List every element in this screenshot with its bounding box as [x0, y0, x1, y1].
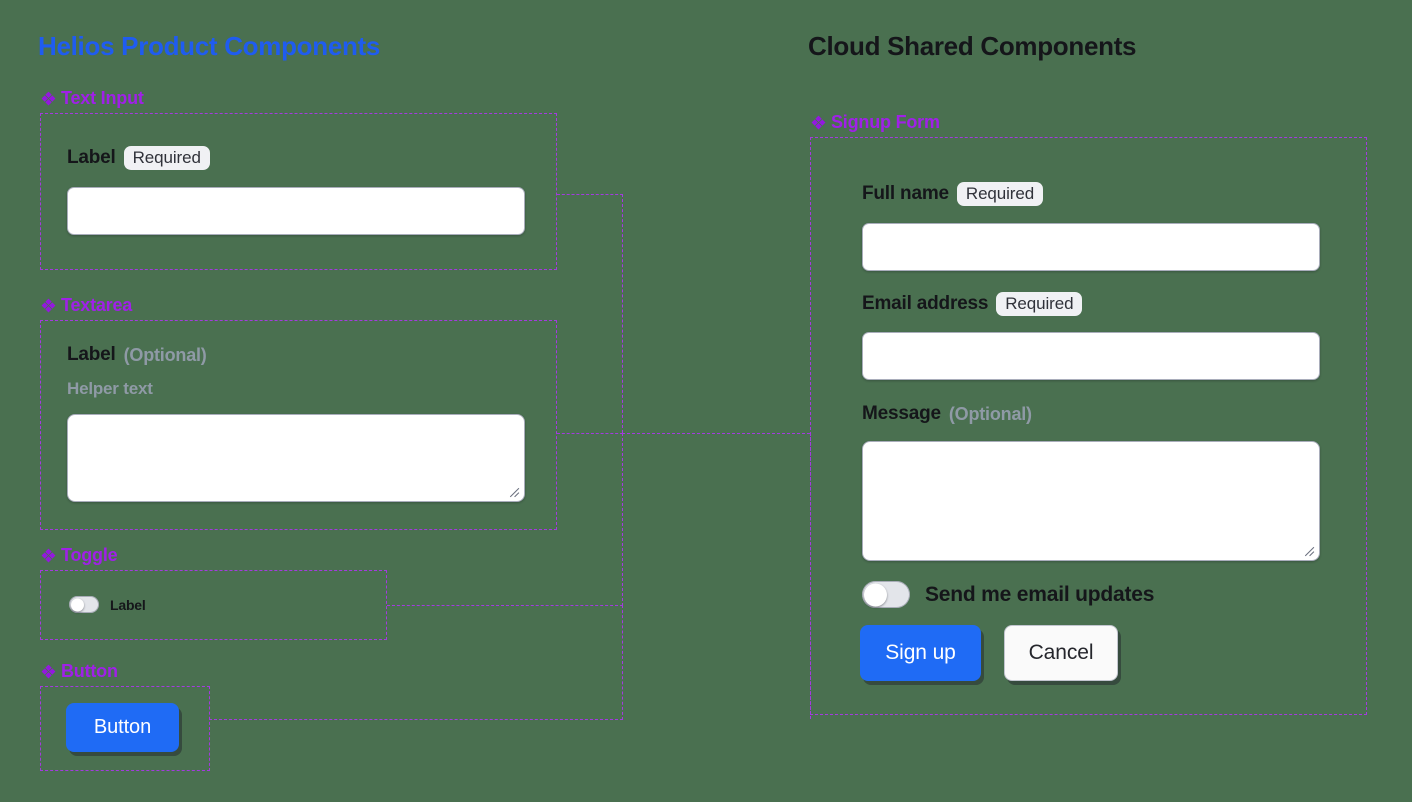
full-name-label: Full name: [862, 183, 949, 204]
email-updates-toggle[interactable]: [862, 581, 910, 608]
status-badge-required: Required: [123, 146, 210, 170]
message-label: Message: [862, 403, 941, 424]
diamond-cluster-icon: [41, 91, 56, 106]
section-label-toggle: Toggle: [41, 545, 118, 566]
section-label-text: Button: [61, 661, 118, 681]
connector-toggle-v: [622, 433, 623, 606]
connector-button-v: [622, 605, 623, 720]
connector-button-h: [209, 719, 623, 720]
toggle-row[interactable]: Label: [69, 596, 146, 613]
text-input-label: Label: [67, 147, 116, 168]
textarea-label: Label: [67, 344, 116, 365]
email-label-row: Email address Required: [862, 292, 1083, 316]
email-updates-toggle-row[interactable]: Send me email updates: [862, 581, 1154, 608]
frame-toggle: [40, 570, 387, 640]
section-label-text: Toggle: [61, 545, 118, 565]
connector-text-input-v: [622, 194, 623, 433]
section-label-text: Textarea: [61, 295, 133, 315]
diamond-cluster-icon: [811, 115, 826, 130]
connector-text-input-h1: [557, 194, 623, 195]
toggle-knob: [864, 583, 887, 606]
section-label-text: Text Input: [61, 88, 144, 108]
section-label-text-input: Text Input: [41, 88, 144, 109]
message-field-wrapper[interactable]: [862, 441, 1320, 561]
status-badge-required: Required: [956, 182, 1044, 206]
connector-main-h: [622, 433, 810, 434]
textarea-field-wrapper[interactable]: [67, 414, 525, 502]
full-name-label-row: Full name Required: [862, 182, 1044, 206]
status-badge-required: Required: [996, 292, 1083, 316]
diamond-cluster-icon: [41, 548, 56, 563]
text-input-label-row: Label Required: [67, 146, 210, 170]
text-input-field-wrapper[interactable]: [67, 187, 525, 235]
email-field-wrapper[interactable]: [862, 332, 1320, 380]
email-field[interactable]: [863, 333, 1319, 379]
sign-up-button[interactable]: Sign up: [860, 625, 981, 681]
textarea-helper-text: Helper text: [67, 379, 153, 398]
email-updates-label: Send me email updates: [925, 582, 1155, 606]
full-name-field-wrapper[interactable]: [862, 223, 1320, 271]
page-title-right: Cloud Shared Components: [808, 31, 1137, 61]
section-label-button: Button: [41, 661, 118, 682]
message-label-row: Message (Optional): [862, 403, 1032, 425]
email-label: Email address: [862, 293, 989, 314]
demo-button[interactable]: Button: [66, 703, 179, 752]
textarea-field[interactable]: [68, 415, 524, 501]
frame-signup-form: [810, 137, 1367, 715]
message-field[interactable]: [863, 442, 1319, 560]
toggle-label: Label: [110, 596, 146, 613]
cancel-button[interactable]: Cancel: [1004, 625, 1118, 681]
text-input-field[interactable]: [68, 188, 524, 234]
toggle-switch[interactable]: [69, 596, 99, 613]
frame-button: [40, 686, 210, 771]
diamond-cluster-icon: [41, 664, 56, 679]
textarea-optional-tag: (Optional): [123, 344, 207, 365]
diamond-cluster-icon: [41, 298, 56, 313]
section-label-textarea: Textarea: [41, 295, 132, 316]
frame-textarea: [40, 320, 557, 530]
full-name-field[interactable]: [863, 224, 1319, 270]
connector-textarea-h: [557, 433, 623, 434]
section-label-signup-form: Signup Form: [811, 112, 940, 133]
textarea-label-row: Label (Optional): [67, 344, 207, 366]
connector-toggle-h: [387, 605, 623, 606]
frame-text-input: [40, 113, 557, 270]
message-optional-tag: (Optional): [948, 403, 1032, 424]
toggle-knob: [71, 598, 84, 611]
section-label-text: Signup Form: [831, 112, 940, 132]
page-title-left: Helios Product Components: [38, 31, 381, 61]
